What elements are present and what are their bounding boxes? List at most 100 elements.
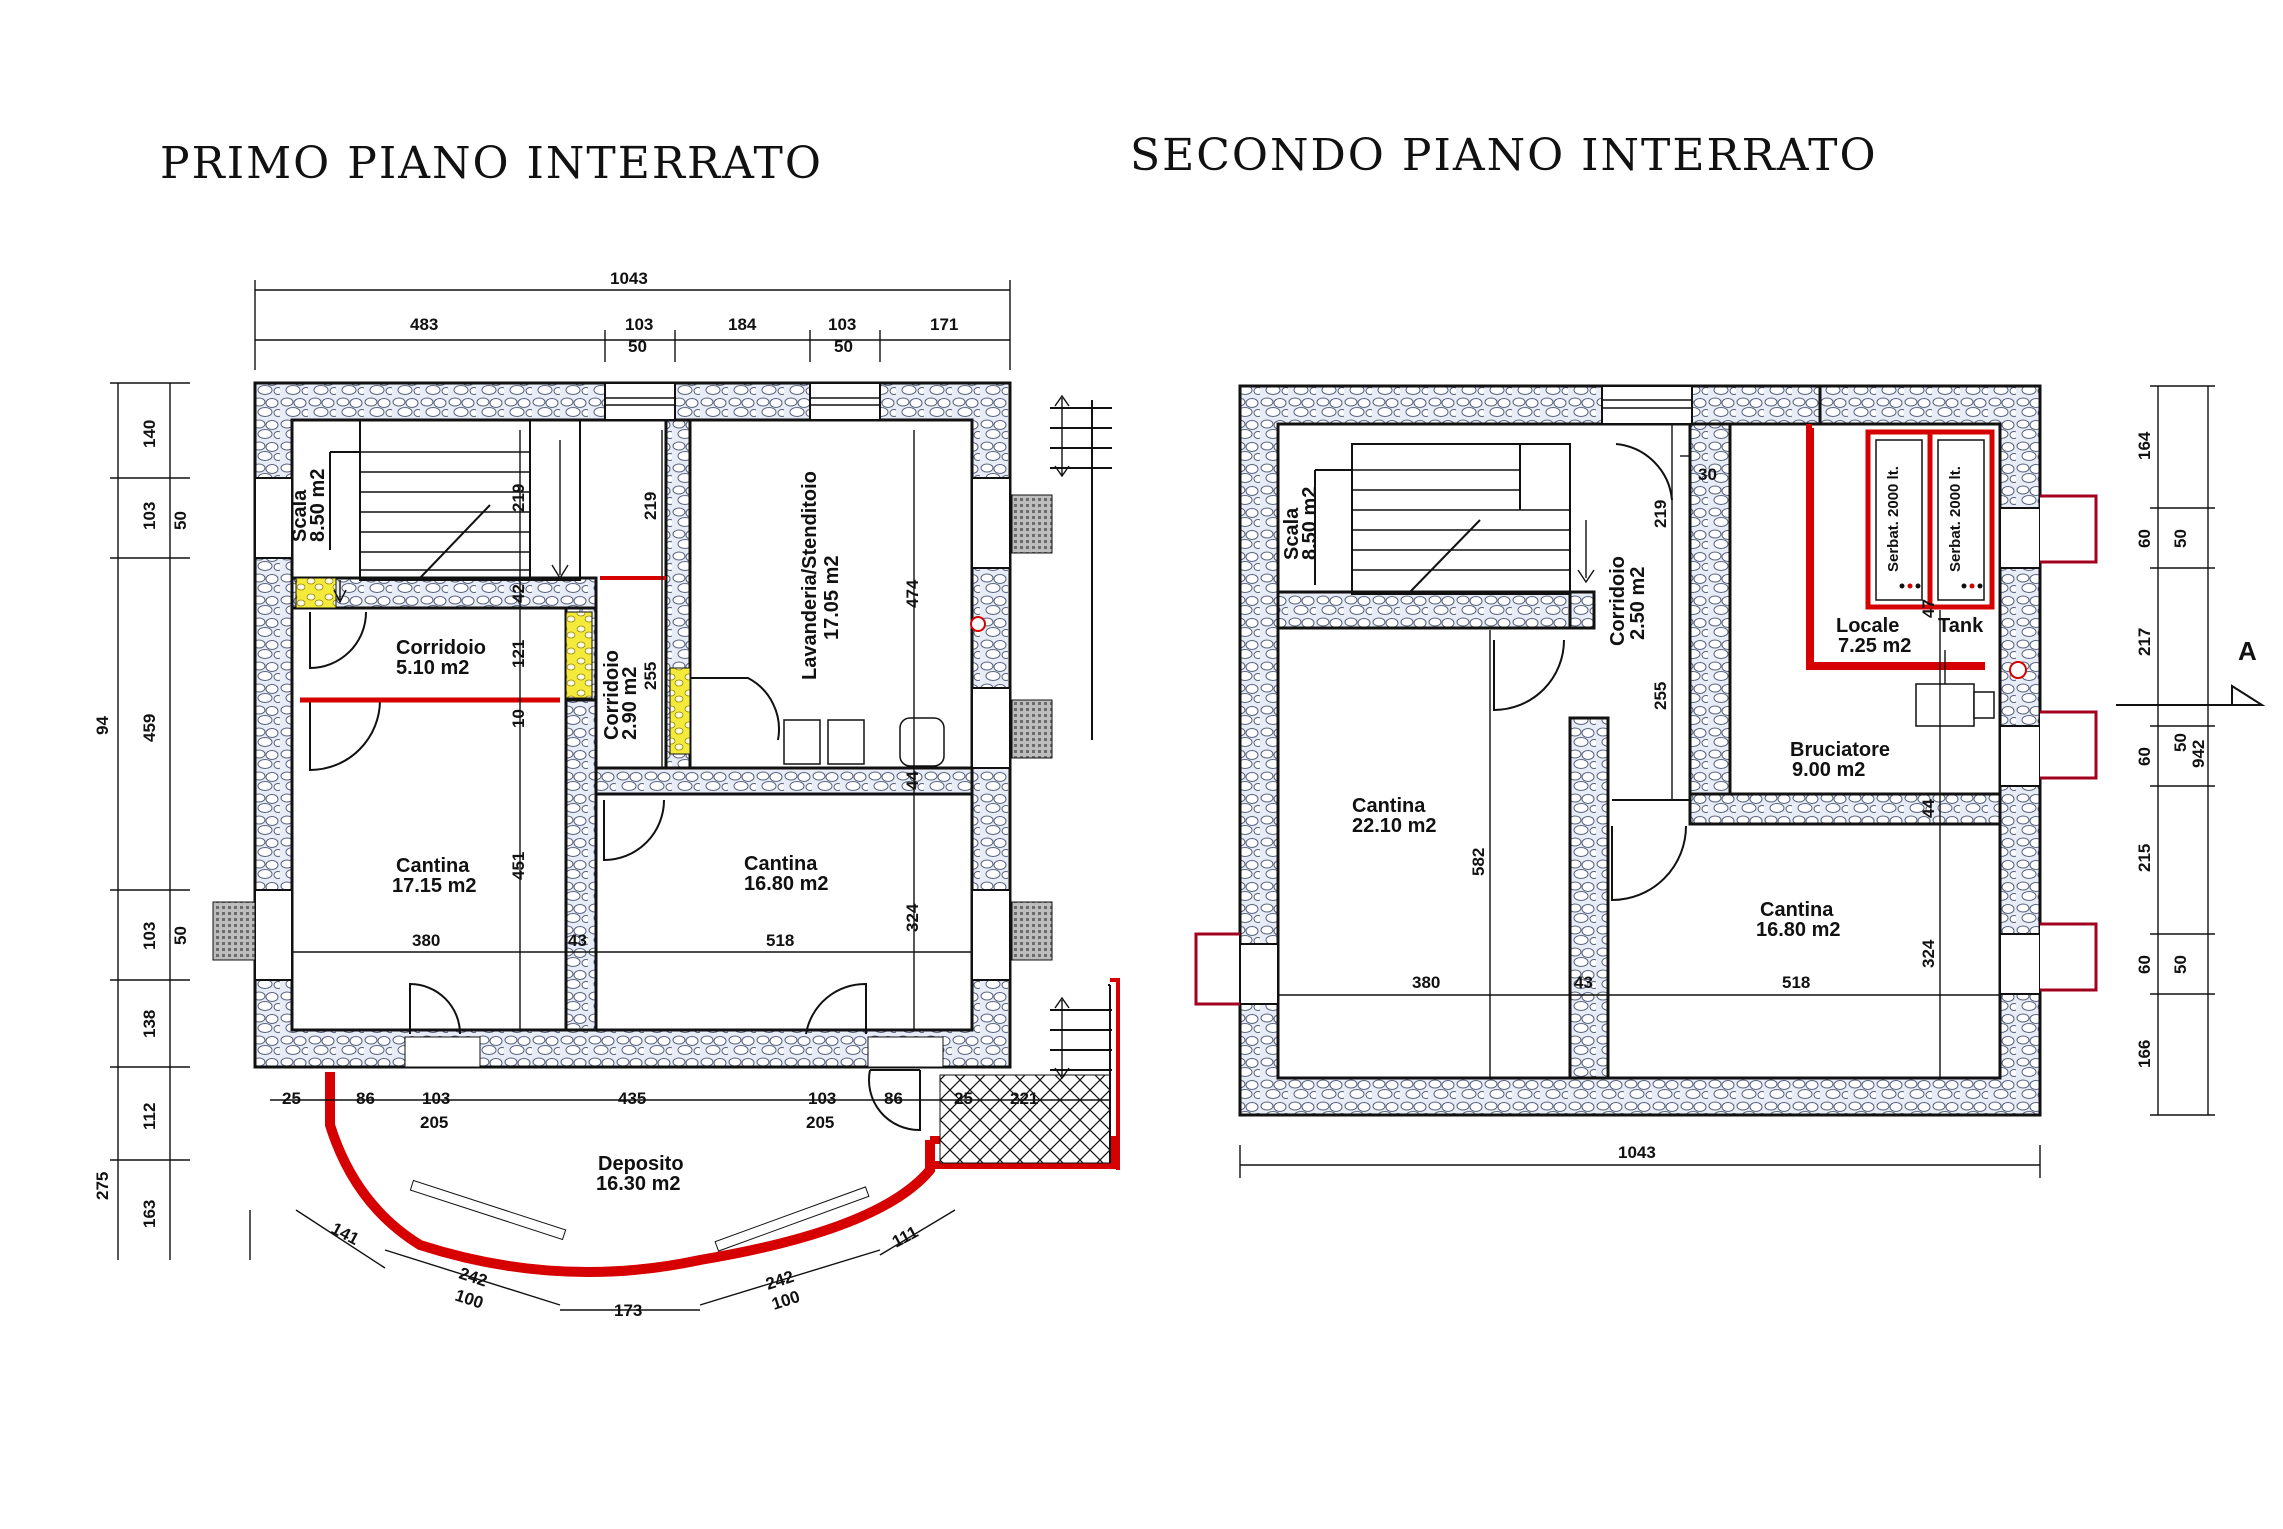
plan1-dim-int-5: 219 bbox=[641, 492, 660, 520]
plan1-dim-inner-1: 50 bbox=[171, 926, 190, 945]
plan1-fixture-3 bbox=[899, 717, 945, 767]
plan1-dim-bottom-6: 25 bbox=[954, 1089, 973, 1108]
plan2-tank-label-2: Serbat. 2000 lt. bbox=[1947, 466, 1964, 572]
plan2-dim-width-0: 380 bbox=[1412, 973, 1440, 992]
plan1-window-left-2 bbox=[254, 889, 293, 981]
title-secondo-piano: SECONDO PIANO INTERRATO bbox=[1130, 130, 1878, 181]
plan1-dim-width-2: 518 bbox=[766, 931, 794, 950]
plan2-area-bruciatore: 9.00 m2 bbox=[1792, 759, 1865, 781]
plan2-dim-right-5: 60 bbox=[2135, 955, 2154, 974]
plan1-fixture-1 bbox=[783, 719, 821, 765]
plan1-door-cantina2 bbox=[603, 799, 665, 862]
plan1-yellow-a bbox=[295, 577, 337, 609]
plan1-label-corridoio2: Corridoio bbox=[601, 650, 623, 740]
plan2-dim-int-3: 582 bbox=[1469, 848, 1488, 876]
plan1-dim-int-2: 121 bbox=[509, 640, 528, 668]
plan2-dim-right-1: 60 bbox=[2135, 529, 2154, 548]
plan1-dim-topwin-0: 50 bbox=[628, 337, 647, 356]
plan1-grille-right-3 bbox=[1011, 901, 1053, 961]
plan2-dim-rinner-1: 50 bbox=[2171, 733, 2190, 752]
plan1-dim-bottom-3: 435 bbox=[618, 1089, 646, 1108]
plan1-area-corridoio2: 2.90 m2 bbox=[619, 667, 641, 740]
plan1-area-cantina1: 17.15 m2 bbox=[392, 875, 477, 897]
plan1-stair bbox=[329, 419, 581, 604]
plan1-wall-vertical-mid bbox=[564, 698, 598, 1032]
plan1-door-corridoio bbox=[309, 611, 367, 670]
plan2-label-cantina1: Cantina bbox=[1352, 795, 1426, 817]
plan2-label-bruciatore: Bruciatore bbox=[1790, 739, 1890, 761]
plan1-door-lavanderia bbox=[690, 677, 780, 741]
plan2-window-right-2 bbox=[1999, 725, 2041, 787]
plan-primo-piano: 1043 483 103 184 103 171 50 50 140 103 9… bbox=[93, 269, 1120, 1320]
plan2-lightwell-right-3 bbox=[2040, 922, 2098, 992]
plan2-dim-int-6: 47 bbox=[1919, 599, 1938, 618]
plan2-area-scala: 8.50 m2 bbox=[1299, 487, 1321, 560]
plan1-dim-bottom-2: 103 bbox=[422, 1089, 450, 1108]
plan1-dim-int-0: 219 bbox=[509, 484, 528, 512]
plan2-label-locale: Locale bbox=[1836, 615, 1899, 637]
plan2-wall-corridor-left bbox=[1568, 590, 1596, 630]
plan2-dim-width-2: 518 bbox=[1782, 973, 1810, 992]
plan1-dim-top-3: 103 bbox=[828, 315, 856, 334]
plan2-lightwell-right-1 bbox=[2040, 494, 2098, 564]
plan1-window-right-1 bbox=[971, 477, 1011, 569]
plan2-tank-label-1: Serbat. 2000 lt. bbox=[1885, 466, 1902, 572]
plan1-dimensions bbox=[110, 280, 1110, 1311]
plan1-dim-left-5: 112 bbox=[140, 1103, 159, 1130]
plan1-dim-bottom-4: 103 bbox=[808, 1089, 836, 1108]
plan1-dim-topwin-1: 50 bbox=[834, 337, 853, 356]
plan1-fixture-2 bbox=[827, 719, 865, 765]
plan1-grille-left bbox=[212, 901, 256, 961]
plan1-dim-left-4: 138 bbox=[140, 1010, 159, 1038]
plan1-wall-stair-corridor bbox=[290, 576, 598, 610]
plan1-label-lavanderia: Lavanderia/Stenditoio bbox=[799, 471, 821, 680]
plan2-area-cantina1: 22.10 m2 bbox=[1352, 815, 1437, 837]
plan1-dim-int-6: 255 bbox=[641, 662, 660, 690]
plan1-dim-bottom-0: 25 bbox=[282, 1089, 301, 1108]
plan2-tank-room-red bbox=[1806, 424, 1985, 670]
plan1-label-scala: Scala bbox=[289, 489, 311, 542]
plan1-door-deposito bbox=[868, 1069, 921, 1132]
plan1-dim-total: 1043 bbox=[610, 269, 648, 288]
plan1-exterior-stair bbox=[1050, 394, 1112, 1080]
plan2-dim-right-3: 60 bbox=[2135, 747, 2154, 766]
plan1-dim-int-8: 44 bbox=[903, 771, 922, 790]
plan1-dim-arc-3: 173 bbox=[614, 1301, 642, 1320]
plan1-crosshatch bbox=[939, 1074, 1111, 1164]
plan1-area-lavanderia: 17.05 m2 bbox=[821, 555, 843, 640]
plan1-dim-top-0: 483 bbox=[410, 315, 438, 334]
plan2-window-top bbox=[1601, 385, 1693, 425]
plan2-label-scala: Scala bbox=[1281, 507, 1303, 560]
plan1-label-cantina2: Cantina bbox=[744, 853, 818, 875]
plan1-door-cantina1 bbox=[309, 699, 381, 772]
plan1-area-deposito: 16.30 m2 bbox=[596, 1173, 681, 1195]
plan2-wall-mid bbox=[1568, 716, 1610, 1080]
plan2-dim-right-4: 215 bbox=[2135, 844, 2154, 872]
plan2-dim-int-0: 30 bbox=[1698, 465, 1717, 484]
plan1-door-bottom-1 bbox=[404, 1036, 481, 1068]
plan1-grille-right-2 bbox=[1011, 699, 1053, 759]
plan-secondo-piano: Serbat. 2000 lt. Serbat. 2000 lt. bbox=[1194, 384, 2266, 1178]
plan1-area-cantina2: 16.80 m2 bbox=[744, 873, 829, 895]
plan2-dim-width-1: 43 bbox=[1574, 973, 1593, 992]
plan1-dim-left-1: 103 bbox=[140, 502, 159, 530]
plan2-label-tank: Tank bbox=[1938, 615, 1984, 637]
plan1-dim-top-4: 171 bbox=[930, 315, 958, 334]
plan2-area-cantina2: 16.80 m2 bbox=[1756, 919, 1841, 941]
plan1-dim-bottomsub-1: 205 bbox=[806, 1113, 834, 1132]
plan1-dim-top-1: 103 bbox=[625, 315, 653, 334]
plan1-area-corridoio: 5.10 m2 bbox=[396, 657, 469, 679]
plan1-area-scala: 8.50 m2 bbox=[307, 469, 329, 542]
plan1-window-right-2 bbox=[971, 687, 1011, 769]
plan1-dim-int-1: 42 bbox=[509, 584, 528, 603]
plan1-door-bottom-swing-1 bbox=[409, 982, 461, 1035]
plan2-wall-bruciatore-bottom bbox=[1688, 792, 2002, 826]
plan1-window-left-1 bbox=[254, 477, 293, 559]
plan1-yellow-b bbox=[565, 611, 593, 699]
plan1-dim-left-0: 140 bbox=[140, 420, 159, 448]
plan1-dim-bottomsub-0: 205 bbox=[420, 1113, 448, 1132]
plan2-dim-rtotal: 942 bbox=[2189, 740, 2208, 768]
section-marker-a: A bbox=[2116, 636, 2266, 706]
plan2-dim-rinner-0: 50 bbox=[2171, 529, 2190, 548]
